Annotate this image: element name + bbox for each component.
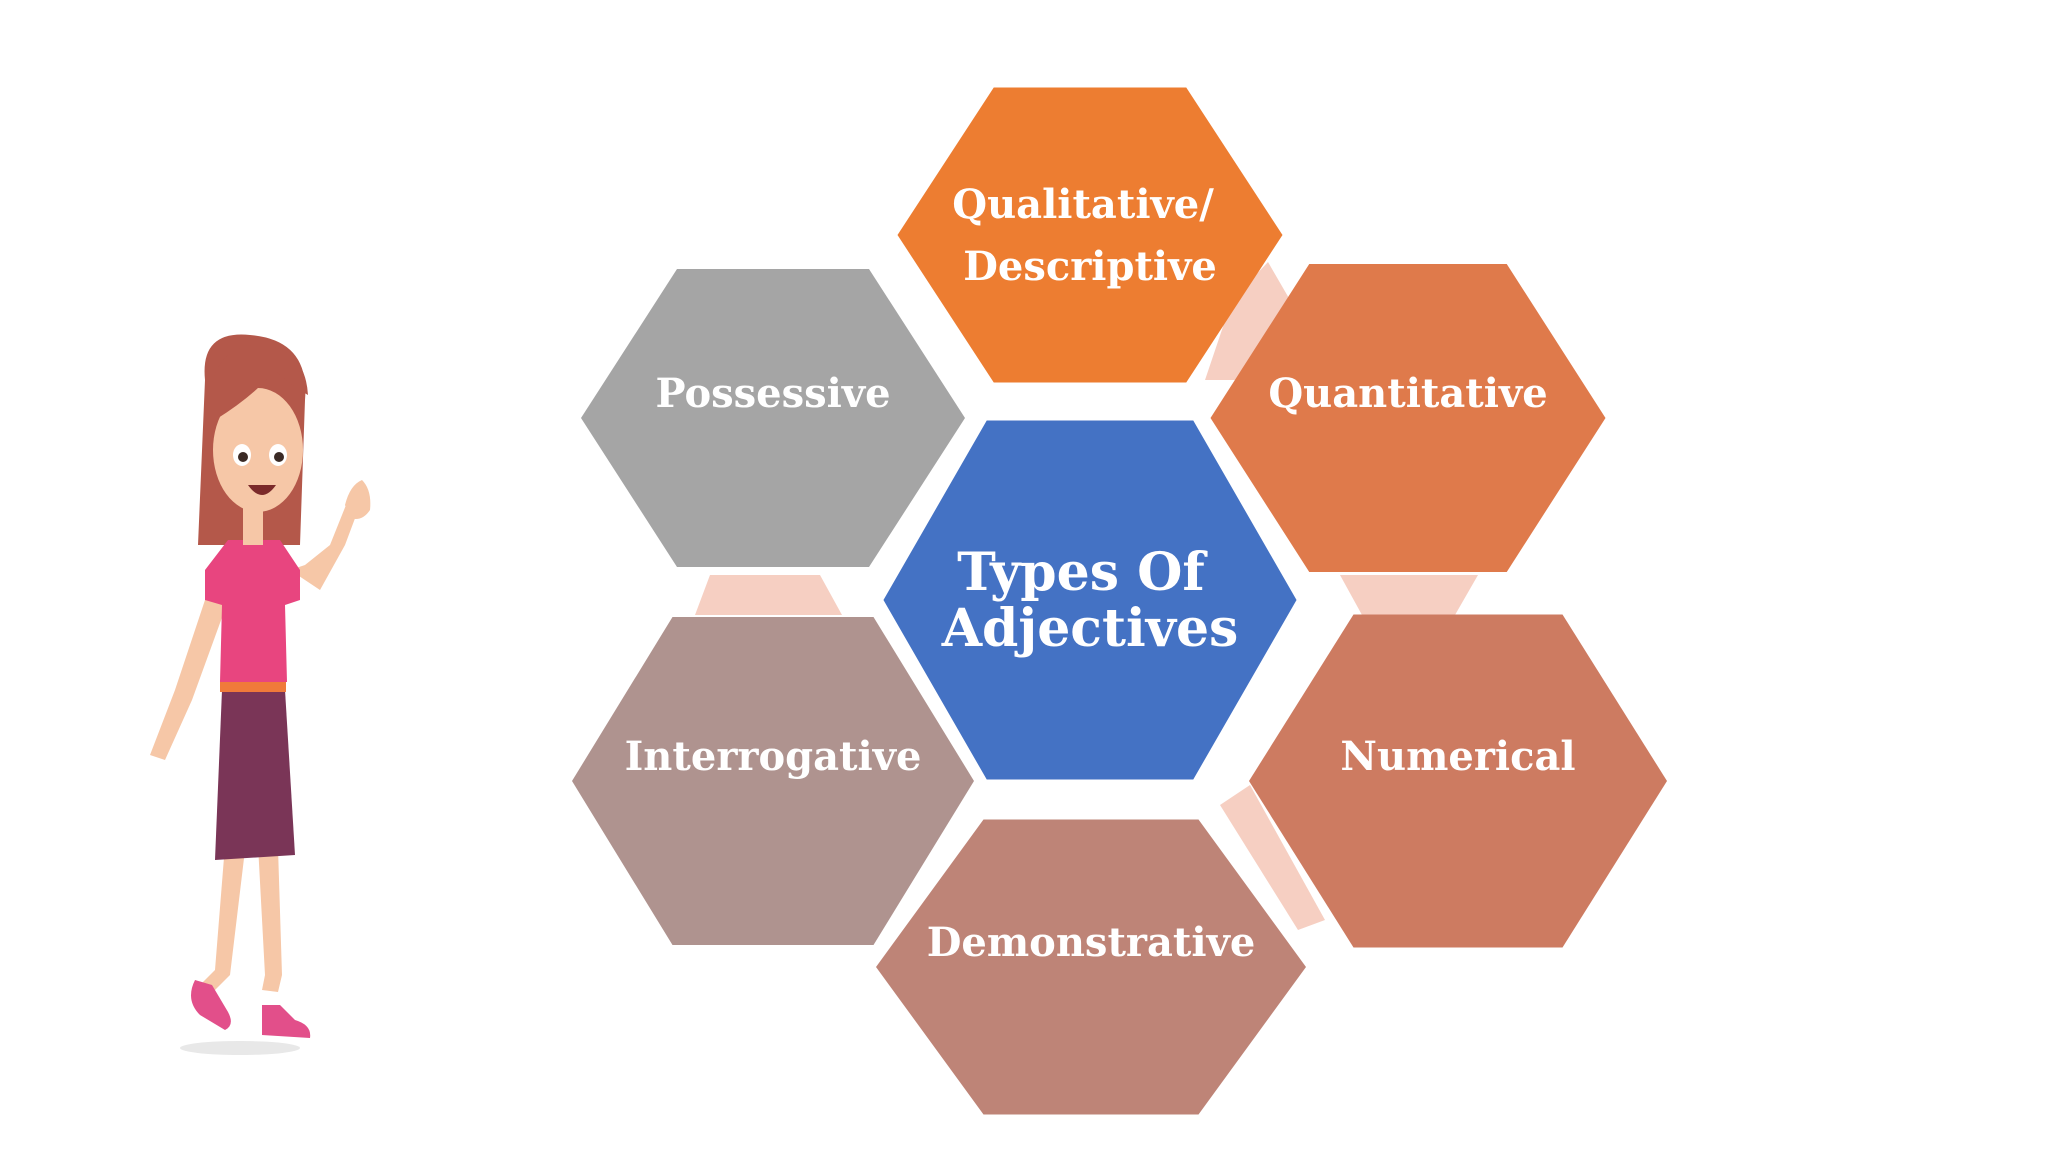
label-qualitative-line-2: Descriptive	[963, 243, 1217, 290]
hex-interrogative: Interrogative	[572, 617, 974, 945]
label-possessive-line-1: Possessive	[655, 370, 890, 417]
label-numerical-line-1: Numerical	[1340, 733, 1575, 780]
center-title-line-2: Adjectives	[941, 598, 1239, 659]
label-demonstrative-line-1: Demonstrative	[927, 919, 1256, 966]
label-numerical: Numerical	[1340, 733, 1575, 780]
hex-possessive: Possessive	[581, 269, 965, 567]
hexagon-interrogative	[572, 617, 974, 945]
hex-demonstrative: Demonstrative	[876, 820, 1306, 1115]
hexagon-possessive	[581, 269, 965, 567]
hex-center-types-of-adjectives: Types Of Adjectives	[880, 418, 1300, 783]
connector-2	[1340, 575, 1478, 615]
label-quantitative: Quantitative	[1268, 370, 1547, 417]
connector-4	[695, 575, 842, 615]
label-interrogative: Interrogative	[625, 733, 922, 780]
label-possessive: Possessive	[655, 370, 890, 417]
label-quantitative-line-1: Quantitative	[1268, 370, 1547, 417]
label-qualitative-line-1: Qualitative/	[952, 181, 1214, 228]
waving-girl-illustration	[150, 335, 370, 1055]
label-demonstrative: Demonstrative	[927, 919, 1256, 966]
center-title-line-1: Types Of	[957, 542, 1208, 603]
hexagon-demonstrative	[876, 820, 1306, 1115]
center-title: Types Of Adjectives	[941, 542, 1239, 659]
label-interrogative-line-1: Interrogative	[625, 733, 922, 780]
